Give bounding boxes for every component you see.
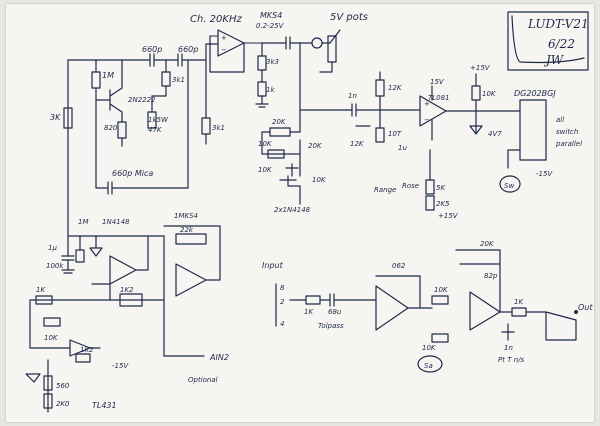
svg-text:MKS4: MKS4 bbox=[260, 11, 282, 20]
svg-text:820: 820 bbox=[104, 124, 118, 132]
oscillator-section: Ch. 20KHz 660p 660p + − 3K 1M 2N2222 820 bbox=[50, 14, 262, 221]
svg-text:8: 8 bbox=[280, 284, 285, 292]
svg-text:47K: 47K bbox=[148, 126, 163, 134]
svg-text:1M: 1M bbox=[102, 71, 114, 80]
svg-text:−: − bbox=[221, 46, 227, 54]
offset-section: 1M 1N4148 1µ 100k 1K2 1K 10K 1K2 -15V 56… bbox=[25, 212, 229, 413]
svg-text:1K: 1K bbox=[514, 298, 524, 306]
svg-text:15V: 15V bbox=[430, 78, 445, 86]
svg-text:68u: 68u bbox=[328, 308, 342, 316]
svg-text:+: + bbox=[424, 100, 430, 108]
svg-text:10K: 10K bbox=[44, 334, 59, 342]
svg-text:660p: 660p bbox=[142, 45, 162, 54]
svg-text:560: 560 bbox=[56, 382, 70, 390]
svg-text:20K: 20K bbox=[308, 142, 323, 150]
highpass-section: 1n 12K 10T 12K 1u + − TL081 15V Range Ro… bbox=[345, 71, 477, 220]
stamp-date: 6/22 bbox=[548, 37, 575, 51]
svg-text:1n: 1n bbox=[348, 92, 357, 100]
svg-text:0.2-25V: 0.2-25V bbox=[256, 22, 285, 30]
svg-text:Pt T n/s: Pt T n/s bbox=[498, 356, 524, 364]
svg-text:10K: 10K bbox=[434, 286, 449, 294]
svg-text:4: 4 bbox=[280, 320, 284, 328]
title-stamp: LUDT-V21 6/22 JW bbox=[507, 11, 589, 71]
svg-text:1K2: 1K2 bbox=[120, 286, 134, 294]
svg-text:2K5: 2K5 bbox=[436, 200, 450, 208]
svg-text:parallel: parallel bbox=[555, 140, 582, 148]
svg-text:1k: 1k bbox=[266, 86, 275, 94]
svg-text:062: 062 bbox=[392, 262, 406, 270]
svg-text:3K: 3K bbox=[50, 113, 61, 122]
attenuator-section: MKS4 0.2-25V 5V pots 3k3 1k bbox=[255, 11, 368, 111]
svg-text:5V pots: 5V pots bbox=[330, 12, 368, 23]
svg-text:1MKS4: 1MKS4 bbox=[174, 212, 198, 220]
svg-text:660p: 660p bbox=[178, 45, 198, 54]
svg-text:+: + bbox=[221, 34, 227, 42]
svg-text:10T: 10T bbox=[388, 130, 402, 138]
svg-text:Sw: Sw bbox=[504, 182, 514, 190]
svg-text:1K: 1K bbox=[304, 308, 314, 316]
svg-text:10K: 10K bbox=[422, 344, 437, 352]
svg-text:2N2222: 2N2222 bbox=[128, 96, 156, 104]
svg-text:20K: 20K bbox=[272, 118, 287, 126]
svg-text:Out: Out bbox=[578, 303, 593, 312]
svg-text:Sa: Sa bbox=[424, 362, 433, 370]
schematic-drawing: LUDT-V21 6/22 JW Ch. 20KHz 660p 660p + −… bbox=[25, 11, 593, 413]
stamp-signature: JW bbox=[543, 53, 565, 67]
svg-text:switch: switch bbox=[556, 128, 578, 136]
svg-text:5K: 5K bbox=[436, 184, 446, 192]
svg-text:660p Mica: 660p Mica bbox=[112, 169, 153, 178]
svg-text:Tolpass: Tolpass bbox=[318, 322, 344, 330]
svg-text:82p: 82p bbox=[484, 272, 498, 280]
svg-text:Rose: Rose bbox=[402, 182, 419, 190]
svg-text:1k5W: 1k5W bbox=[148, 116, 169, 124]
svg-text:100k: 100k bbox=[46, 262, 64, 270]
svg-text:Input: Input bbox=[262, 261, 284, 270]
svg-text:1u: 1u bbox=[398, 144, 407, 152]
svg-text:10K: 10K bbox=[482, 90, 497, 98]
rectifier-section: 20K 10K 20K 10K 10K 2x1N4148 bbox=[258, 109, 327, 214]
svg-text:all: all bbox=[556, 116, 564, 124]
svg-text:10K: 10K bbox=[258, 166, 273, 174]
svg-text:12K: 12K bbox=[388, 84, 403, 92]
schematic-sheet: LUDT-V21 6/22 JW Ch. 20KHz 660p 660p + −… bbox=[6, 4, 594, 422]
svg-text:Optional: Optional bbox=[188, 376, 218, 384]
switch-section: +15V 10K 4V7 DG202BGJ all switch paralle… bbox=[469, 64, 582, 193]
svg-text:AIN2: AIN2 bbox=[209, 353, 229, 362]
svg-text:Range: Range bbox=[374, 186, 396, 194]
label-ch-20khz: Ch. 20KHz bbox=[190, 14, 242, 25]
svg-text:1N4148: 1N4148 bbox=[102, 218, 130, 226]
svg-text:TL081: TL081 bbox=[428, 94, 450, 102]
svg-text:-15V: -15V bbox=[536, 170, 553, 178]
svg-text:DG202BGJ: DG202BGJ bbox=[514, 89, 556, 98]
svg-text:10K: 10K bbox=[258, 140, 273, 148]
svg-text:4V7: 4V7 bbox=[488, 130, 502, 138]
svg-text:1K2: 1K2 bbox=[80, 346, 94, 354]
svg-text:10K: 10K bbox=[312, 176, 327, 184]
svg-text:1M: 1M bbox=[78, 218, 89, 226]
svg-text:20K: 20K bbox=[480, 240, 495, 248]
svg-text:2: 2 bbox=[280, 298, 285, 306]
svg-text:1n: 1n bbox=[504, 344, 513, 352]
svg-text:1K: 1K bbox=[36, 286, 46, 294]
svg-text:12K: 12K bbox=[350, 140, 365, 148]
svg-text:+15V: +15V bbox=[470, 64, 491, 72]
svg-text:−: − bbox=[424, 116, 430, 124]
svg-text:3k1: 3k1 bbox=[172, 76, 185, 84]
svg-text:22k: 22k bbox=[180, 226, 194, 234]
svg-text:1µ: 1µ bbox=[48, 244, 57, 252]
svg-text:TL431: TL431 bbox=[92, 401, 117, 410]
svg-text:2K0: 2K0 bbox=[56, 400, 70, 408]
svg-text:+15V: +15V bbox=[438, 212, 459, 220]
svg-text:-15V: -15V bbox=[112, 362, 129, 370]
stamp-id: LUDT-V21 bbox=[527, 17, 589, 31]
input-amp-section: Input 8 2 4 1K 68u Tolpass 062 10K 10K S… bbox=[262, 240, 593, 373]
svg-text:3k1: 3k1 bbox=[212, 124, 225, 132]
svg-text:3k3: 3k3 bbox=[266, 58, 279, 66]
svg-text:2x1N4148: 2x1N4148 bbox=[274, 206, 311, 214]
